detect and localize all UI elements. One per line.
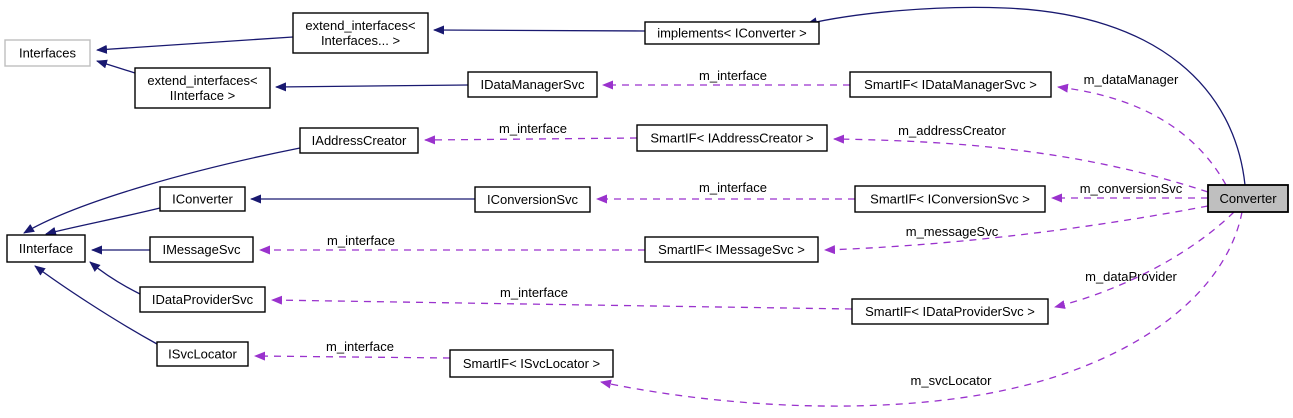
node-label-converter: Converter [1219,191,1277,206]
node-box-smartif-idataprovidersvc[interactable] [851,298,1049,325]
node-box-smartif-iconversionsvc[interactable] [854,185,1046,213]
node-implements-iconverter[interactable]: implements< IConverter > [644,21,820,45]
usage-edge-smartif-isvclocator-to-isvclocator [254,351,451,361]
node-label-imessagesvc: IMessageSvc [162,242,241,257]
usage-edge-converter-to-smartif-iaddresscreator [833,134,1209,193]
node-extend-interfaces-iinterface[interactable]: extend_interfaces<IInterface > [134,67,271,109]
node-box-imessagesvc[interactable] [149,236,254,263]
node-box-idatamanagersvc[interactable] [467,71,598,98]
inheritance-edge-idatamanagersvc-to-extend-interfaces-iinterface [275,82,469,92]
node-label-smartif-idatamanagersvc: SmartIF< IDataManagerSvc > [864,77,1037,92]
node-label-smartif-iaddresscreator: SmartIF< IAddressCreator > [650,131,813,146]
inheritance-edge-isvclocator-to-iinterface [34,265,158,345]
node-iconverter[interactable]: IConverter [159,186,246,212]
node-label-extend-interfaces-variadic-line1: extend_interfaces< [305,18,415,33]
node-box-extend-interfaces-variadic[interactable] [292,12,429,54]
node-iaddresscreator[interactable]: IAddressCreator [299,127,419,154]
node-label-iconversionsvc: IConversionSvc [487,192,579,207]
inheritance-edge-extend-interfaces-iinterface-to-interfaces [96,59,136,74]
node-label-isvclocator: ISvcLocator [168,347,237,362]
edge-label-m_addressCreator: m_addressCreator [898,123,1006,138]
inheritance-edge-idataprovidersvc-to-iinterface [89,261,141,295]
node-label-iaddresscreator: IAddressCreator [312,133,407,148]
edge-label-m_dataManager: m_dataManager [1084,72,1179,87]
inheritance-edge-converter-to-implements-iconverter [806,6,1246,186]
node-label-interfaces: Interfaces [19,46,77,61]
edge-label-m_interface: m_interface [326,339,394,354]
node-smartif-idatamanagersvc[interactable]: SmartIF< IDataManagerSvc > [849,71,1052,98]
edge-label-m_interface: m_interface [699,180,767,195]
node-box-iaddresscreator[interactable] [299,127,419,154]
node-idataprovidersvc[interactable]: IDataProviderSvc [139,286,266,313]
node-label-smartif-imessagesvc: SmartIF< IMessageSvc > [658,242,805,257]
node-smartif-isvclocator[interactable]: SmartIF< ISvcLocator > [449,349,614,378]
node-box-converter [1207,184,1289,213]
edge-label-m_dataProvider: m_dataProvider [1085,269,1177,284]
node-box-iinterface[interactable] [6,234,86,263]
node-label-idatamanagersvc: IDataManagerSvc [480,77,585,92]
usage-edge-smartif-idataprovidersvc-to-idataprovidersvc [271,295,853,310]
node-box-iconversionsvc[interactable] [474,186,591,213]
edge-label-m_conversionSvc: m_conversionSvc [1080,181,1183,196]
node-label-smartif-iconversionsvc: SmartIF< IConversionSvc > [870,192,1030,207]
usage-edge-converter-to-smartif-idatamanagersvc [1057,83,1227,186]
node-isvclocator[interactable]: ISvcLocator [156,341,249,367]
node-converter: Converter [1207,184,1289,213]
inheritance-edge-implements-iconverter-to-extend-interfaces-variadic [433,25,646,35]
usage-edge-smartif-iaddresscreator-to-iaddresscreator [424,135,638,145]
edge-label-m_interface: m_interface [327,233,395,248]
edge-label-m_interface: m_interface [699,68,767,83]
node-box-smartif-imessagesvc[interactable] [644,236,819,263]
node-label-extend-interfaces-iinterface-line2: IInterface > [170,88,235,103]
usage-edge-converter-to-smartif-imessagesvc [824,205,1209,255]
node-label-iinterface: IInterface [19,241,73,256]
node-box-extend-interfaces-iinterface[interactable] [134,67,271,109]
node-label-implements-iconverter: implements< IConverter > [657,26,807,41]
inheritance-edge-extend-interfaces-variadic-to-interfaces [96,36,294,54]
node-smartif-imessagesvc[interactable]: SmartIF< IMessageSvc > [644,236,819,263]
node-box-interfaces [4,39,91,67]
node-smartif-iaddresscreator[interactable]: SmartIF< IAddressCreator > [636,124,828,152]
node-extend-interfaces-variadic[interactable]: extend_interfaces<Interfaces... > [292,12,429,54]
node-idatamanagersvc[interactable]: IDataManagerSvc [467,71,598,98]
node-box-smartif-idatamanagersvc[interactable] [849,71,1052,98]
node-smartif-idataprovidersvc[interactable]: SmartIF< IDataProviderSvc > [851,298,1049,325]
node-box-isvclocator[interactable] [156,341,249,367]
node-iconversionsvc[interactable]: IConversionSvc [474,186,591,213]
node-box-smartif-iaddresscreator[interactable] [636,124,828,152]
node-label-idataprovidersvc: IDataProviderSvc [152,292,254,307]
edge-label-m_interface: m_interface [500,285,568,300]
node-label-iconverter: IConverter [172,192,233,207]
node-smartif-iconversionsvc[interactable]: SmartIF< IConversionSvc > [854,185,1046,213]
node-imessagesvc[interactable]: IMessageSvc [149,236,254,263]
node-box-idataprovidersvc[interactable] [139,286,266,313]
node-iinterface[interactable]: IInterface [6,234,86,263]
edge-label-m_messageSvc: m_messageSvc [906,224,999,239]
node-label-smartif-isvclocator: SmartIF< ISvcLocator > [463,356,600,371]
node-interfaces: Interfaces [4,39,91,67]
inheritance-edge-iaddresscreator-to-iinterface [23,147,301,234]
edge-label-m_svcLocator: m_svcLocator [911,373,993,388]
edge-label-m_interface: m_interface [499,121,567,136]
node-box-implements-iconverter[interactable] [644,21,820,45]
node-box-iconverter[interactable] [159,186,246,212]
node-label-extend-interfaces-iinterface-line1: extend_interfaces< [147,73,257,88]
node-label-smartif-idataprovidersvc: SmartIF< IDataProviderSvc > [865,304,1035,319]
node-label-extend-interfaces-variadic-line2: Interfaces... > [321,33,400,48]
inheritance-edge-iconverter-to-iinterface [45,207,161,236]
node-box-smartif-isvclocator[interactable] [449,349,614,378]
